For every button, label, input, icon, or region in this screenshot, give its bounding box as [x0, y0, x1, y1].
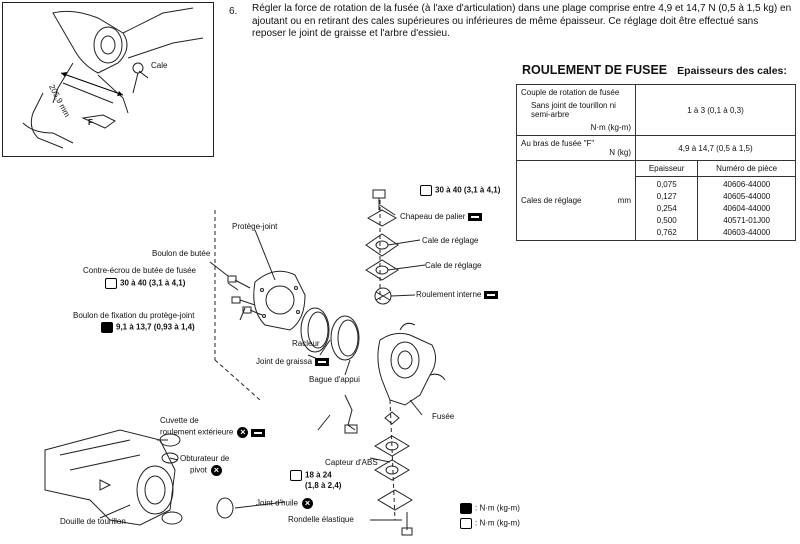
rotation-value: 1 à 3 (0,1 à 0,3) — [635, 84, 796, 136]
shim-part: 40604-44000 — [697, 204, 796, 216]
shim-thickness: 0,127 — [634, 192, 699, 204]
shim-part: 40571-01J00 — [697, 216, 796, 228]
torque-wrench-icon — [290, 470, 302, 481]
col-thickness: Epaisseur — [634, 160, 699, 177]
cuvette-label-line2: roulement extérieure× — [160, 427, 266, 438]
obturateur-label-line1: Obturateur de — [180, 454, 230, 463]
arm-label: Au bras de fusée "F" — [521, 139, 595, 148]
protege-joint-label: Protège-joint — [232, 222, 278, 231]
shim-thickness: 0,762 — [634, 228, 699, 241]
inset-figure: Cale 205,9 mm F — [2, 2, 214, 157]
joint-huile-text: Joint d'huile — [256, 498, 298, 508]
inset-force-label: F — [88, 118, 93, 127]
contre-ecrou-label: Contre-écrou de butée de fusée — [83, 266, 196, 275]
joint-graisse-label: Joint de graissa — [256, 357, 330, 367]
shim-part: 40605-44000 — [697, 192, 796, 204]
racleur-label: Racleur — [292, 339, 320, 348]
shim-thickness: 0,500 — [634, 216, 699, 228]
bague-appui-label: Bague d'appui — [309, 375, 360, 384]
cale-label-2: Cale de réglage — [425, 261, 482, 270]
shim-thickness: 0,075 — [634, 176, 699, 192]
rotation-case: Sans joint de tourillon ni semi-arbre — [531, 101, 616, 119]
torque-top-label: 30 à 40 (3,1 à 4,1) — [420, 185, 500, 196]
legend-text: : N·m (kg-m) — [475, 518, 520, 528]
torque-value: 18 à 24 — [305, 470, 332, 480]
grease-icon — [484, 290, 499, 299]
table-row: 0,127 40605-44000 — [517, 192, 796, 204]
obturateur-label-line2: pivot× — [190, 465, 222, 476]
shim-part: 40606-44000 — [697, 176, 796, 192]
shim-thickness: 0,254 — [634, 204, 699, 216]
grease-icon — [251, 428, 266, 437]
torque-value: 9,1 à 13,7 (0,93 à 1,4) — [116, 322, 195, 332]
torque-contre-label: 30 à 40 (3,1 à 4,1) — [105, 278, 185, 289]
arm-value: 4,9 à 14,7 (0,5 à 1,5) — [635, 135, 796, 161]
cale-label-1: Cale de réglage — [422, 236, 479, 245]
replace-x-icon: × — [210, 465, 222, 476]
shim-label: Cales de réglage — [521, 196, 582, 205]
arm-unit: N (kg) — [609, 148, 631, 157]
boulon-fixation-label: Boulon de fixation du protège-joint — [73, 311, 195, 320]
capteur-abs-label: Capteur d'ABS — [325, 458, 378, 467]
section-title: ROULEMENT DE FUSEE Epaisseurs des cales: — [522, 63, 787, 77]
table-row: Au bras de fusée "F" N (kg) 4,9 à 14,7 (… — [516, 135, 796, 161]
torque-wrench-filled-icon — [101, 322, 113, 333]
rotation-header: Couple de rotation de fusée — [521, 88, 620, 97]
col-part: Numéro de pièce — [697, 160, 796, 177]
table-row: 0,500 40571-01J00 — [517, 216, 796, 228]
inset-cale-label: Cale — [151, 61, 168, 70]
step-instruction: Régler la force de rotation de la fusée … — [252, 3, 792, 39]
shim-unit: mm — [617, 196, 631, 205]
cuvette-text: roulement extérieure — [160, 427, 234, 437]
step-number: 6. — [229, 6, 238, 17]
torque-fixation-label: 9,1 à 13,7 (0,93 à 1,4) — [101, 322, 195, 333]
obturateur-text: pivot — [190, 465, 207, 475]
legend-torque-outline: : N·m (kg-m) — [460, 518, 520, 529]
joint-graisse-text: Joint de graissa — [256, 357, 313, 366]
torque-value: 30 à 40 (3,1 à 4,1) — [435, 185, 501, 195]
replace-x-icon: × — [302, 498, 313, 509]
shim-part: 40603-44000 — [697, 228, 796, 241]
roulement-interne-label: Roulement interne — [416, 290, 499, 300]
rotation-header-cell: Couple de rotation de fusée Sans joint d… — [516, 84, 636, 136]
torque-value: 30 à 40 (3,1 à 4,1) — [120, 278, 186, 288]
grease-icon — [468, 212, 483, 221]
douille-label: Douille de tourillon — [60, 517, 126, 526]
rondelle-label: Rondelle élastique — [288, 515, 354, 524]
table-row: 0,762 40603-44000 — [517, 228, 796, 241]
replace-x-icon: × — [237, 427, 249, 438]
chapeau-text: Chapeau de palier — [400, 212, 466, 221]
roulement-text: Roulement interne — [416, 290, 482, 299]
section-subtitle: Epaisseurs des cales: — [677, 65, 787, 77]
chapeau-label: Chapeau de palier — [400, 212, 483, 222]
table-row: Couple de rotation de fusée Sans joint d… — [516, 84, 796, 136]
legend-text: : N·m (kg-m) — [475, 503, 520, 513]
section-title-main: ROULEMENT DE FUSEE — [522, 63, 668, 77]
boulon-butee-label: Boulon de butée — [152, 249, 211, 258]
table-row: 0,254 40604-44000 — [517, 204, 796, 216]
table-row: 0,075 40606-44000 — [517, 176, 796, 192]
torque-capteur-kg: (1,8 à 2,4) — [305, 481, 342, 490]
fusee-label: Fusée — [432, 412, 455, 421]
grease-icon — [315, 357, 330, 366]
torque-capteur-label: 18 à 24 — [290, 470, 332, 481]
cuvette-label-line1: Cuvette de — [160, 416, 199, 425]
arm-label-cell: Au bras de fusée "F" N (kg) — [516, 135, 636, 161]
torque-wrench-filled-icon — [460, 503, 472, 514]
knuckle-measurement-illustration — [22, 7, 204, 149]
joint-huile-label: Joint d'huile × — [256, 498, 313, 509]
torque-wrench-icon — [420, 185, 432, 196]
rotation-unit: N·m (kg-m) — [590, 123, 631, 132]
torque-wrench-icon — [460, 518, 472, 529]
table-row: Cales de réglage mm Epaisseur Numéro de … — [516, 160, 796, 241]
legend-torque-filled: : N·m (kg-m) — [460, 503, 520, 514]
shim-label-cell: Cales de réglage mm — [516, 160, 636, 241]
shim-spec-table: Couple de rotation de fusée Sans joint d… — [516, 84, 796, 241]
torque-wrench-icon — [105, 278, 117, 289]
